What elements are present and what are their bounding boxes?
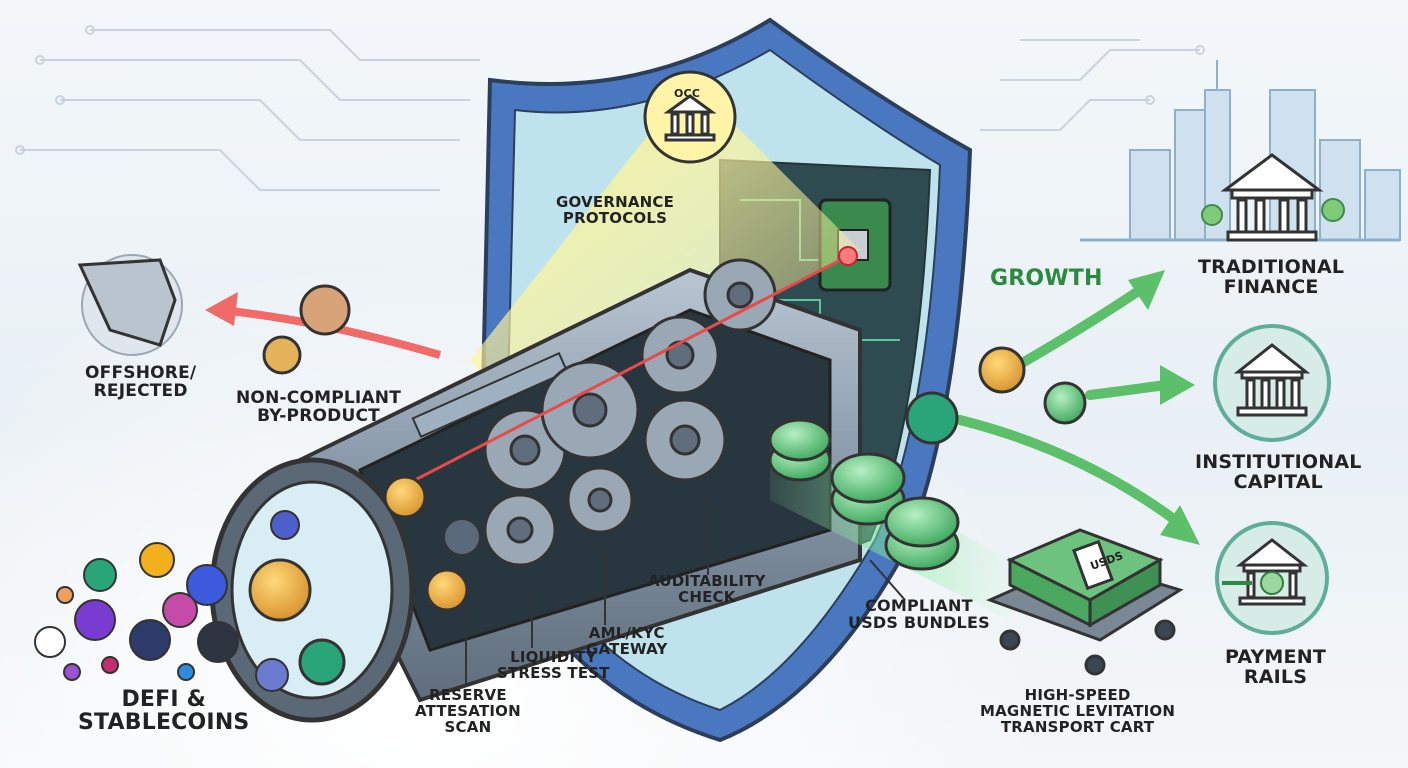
bank-icon	[663, 94, 717, 142]
tether-icon	[298, 638, 346, 686]
gear-icon	[483, 258, 777, 567]
ethereum-icon	[255, 658, 289, 692]
laser-beam	[414, 253, 851, 482]
trees	[1201, 198, 1345, 226]
defi-label: DEFI &STABLECOINS	[78, 687, 250, 736]
ethereum-icon	[978, 346, 1026, 394]
broken-coin-icon	[262, 335, 302, 375]
ethereum-icon	[425, 568, 469, 612]
tether-icon	[905, 391, 959, 445]
occ-label: OCC	[674, 87, 701, 100]
circuit-lines-left	[15, 25, 480, 191]
defi-coin-cluster	[34, 542, 239, 681]
bank-icon	[1235, 538, 1309, 606]
growth-label: GROWTH	[990, 266, 1103, 291]
dollar-coin-icon	[1260, 571, 1284, 595]
ethereum-icon	[270, 510, 300, 540]
bank-icon	[1233, 343, 1311, 417]
dollar-coin-icon	[768, 418, 960, 571]
offshore-label: OFFSHORE/REJECTED	[85, 363, 197, 401]
broken-coin-icon	[299, 284, 351, 336]
growth-arrows	[955, 285, 1180, 525]
dollar-coin-icon	[1043, 381, 1087, 425]
ethereum-icon	[443, 518, 481, 556]
bitcoin-icon	[383, 475, 427, 519]
bank-icon	[1220, 153, 1324, 242]
bitcoin-icon	[248, 558, 312, 622]
cash-bundle-icon	[985, 528, 1184, 676]
circuit-lines-right	[980, 39, 1205, 131]
